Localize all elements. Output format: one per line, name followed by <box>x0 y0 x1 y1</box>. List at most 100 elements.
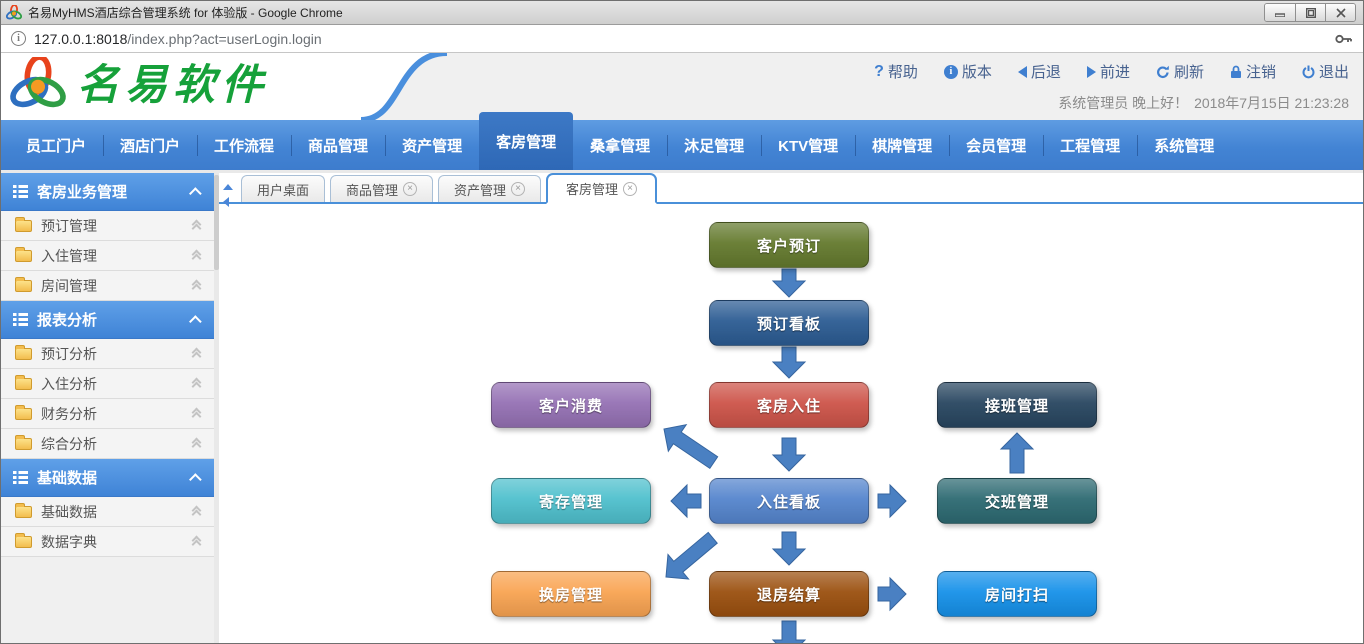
brand-text: 名易软件 <box>77 61 270 108</box>
nav-item-system-mgmt[interactable]: 系统管理 <box>1137 120 1231 170</box>
flow-node-shift-takeover[interactable]: 接班管理 <box>937 382 1097 428</box>
flow-node-room-cleaning[interactable]: 房间打扫 <box>937 571 1097 617</box>
nav-item-workflow[interactable]: 工作流程 <box>197 120 291 170</box>
flow-arrow-settlement-down <box>771 620 807 643</box>
flow-node-checkout-settlement[interactable]: 退房结算 <box>709 571 869 617</box>
tab-label: 商品管理 <box>346 182 399 198</box>
sidebar-item-finance-analysis[interactable]: 财务分析 <box>1 399 214 429</box>
exit-label: 退出 <box>1318 64 1349 81</box>
flow-arrow-checkin-to-checkinboard <box>771 437 807 472</box>
sidebar-item-room-mgmt[interactable]: 房间管理 <box>1 271 214 301</box>
flow-node-customer-consumption[interactable]: 客户消费 <box>491 382 651 428</box>
double-chevron-up-icon <box>191 535 202 549</box>
tab-scroll-up-icon[interactable] <box>223 184 233 190</box>
sidebar-section-report-analysis[interactable]: 报表分析 <box>1 301 214 339</box>
chevron-up-icon <box>189 187 202 200</box>
help-link[interactable]: ?帮助 <box>874 61 918 82</box>
flow-node-room-change[interactable]: 换房管理 <box>491 571 651 617</box>
double-chevron-up-icon <box>191 249 202 263</box>
forward-link[interactable]: 前进 <box>1086 61 1130 82</box>
maximize-button[interactable] <box>1295 4 1325 21</box>
folder-icon <box>15 434 32 450</box>
nav-item-sauna-mgmt[interactable]: 桑拿管理 <box>590 137 651 155</box>
forward-label: 前进 <box>1099 64 1130 81</box>
logout-link[interactable]: 注销 <box>1230 61 1276 82</box>
nav-item-employee-portal[interactable]: 员工门户 <box>26 137 87 155</box>
flow-arrow-to-storage <box>670 483 702 519</box>
flow-node-room-checkin[interactable]: 客房入住 <box>709 382 869 428</box>
nav-item-engineering-mgmt[interactable]: 工程管理 <box>1043 120 1137 170</box>
app-favicon-icon <box>6 4 22 19</box>
flow-node-checkin-board[interactable]: 入住看板 <box>709 478 869 524</box>
item-label: 综合分析 <box>41 435 97 452</box>
tab-goods-mgmt[interactable]: 商品管理 × <box>330 175 434 202</box>
version-label: 版本 <box>961 64 992 81</box>
close-button[interactable] <box>1325 4 1355 21</box>
sidebar-item-booking-mgmt[interactable]: 预订管理 <box>1 211 214 241</box>
nav-item-footbath-mgmt[interactable]: 沐足管理 <box>667 120 761 170</box>
nav-item-asset-mgmt[interactable]: 资产管理 <box>385 120 479 170</box>
nav-item-room-mgmt[interactable]: 客房管理 <box>479 112 574 170</box>
refresh-label: 刷新 <box>1173 64 1204 81</box>
flow-arrow-board-to-checkin <box>771 346 807 379</box>
item-label: 数据字典 <box>41 533 97 550</box>
double-chevron-up-icon <box>191 347 202 361</box>
exit-link[interactable]: 退出 <box>1302 61 1349 82</box>
chevron-up-icon <box>189 315 202 328</box>
url-host: 127.0.0.1:8018 <box>34 30 128 47</box>
section-title: 基础数据 <box>37 470 98 487</box>
flow-arrow-to-consumption <box>663 423 719 470</box>
flow-node-shift-handover[interactable]: 交班管理 <box>937 478 1097 524</box>
folder-icon <box>15 344 32 360</box>
tab-close-icon[interactable]: × <box>403 182 418 196</box>
list-icon <box>13 185 28 198</box>
tab-asset-mgmt[interactable]: 资产管理× <box>438 175 542 202</box>
tab-close-icon[interactable]: × <box>511 182 526 196</box>
tab-room-mgmt[interactable]: 客房管理 × <box>546 173 658 204</box>
section-title: 报表分析 <box>37 312 98 329</box>
page-info-icon[interactable]: i <box>11 31 26 46</box>
tab-user-desktop[interactable]: 用户桌面 <box>241 175 326 202</box>
minimize-button[interactable] <box>1265 4 1295 21</box>
sidebar-item-checkin-mgmt[interactable]: 入住管理 <box>1 241 214 271</box>
tab-close-icon[interactable]: × <box>623 181 638 196</box>
forward-icon <box>1086 65 1096 78</box>
window-title: 名易MyHMS酒店综合管理系统 for 体验版 - Google Chrome <box>28 6 343 20</box>
sidebar: 客房业务管理 预订管理 入住管理 房间管理 报表分析 预订分析 入住分析 财务分… <box>1 173 219 643</box>
sidebar-item-base-data[interactable]: 基础数据 <box>1 497 214 527</box>
flow-node-storage-mgmt[interactable]: 寄存管理 <box>491 478 651 524</box>
flow-node-customer-booking[interactable]: 客户预订 <box>709 222 869 268</box>
sidebar-item-checkin-analysis[interactable]: 入住分析 <box>1 369 214 399</box>
tab-scroll-left-icon[interactable] <box>223 197 229 207</box>
folder-icon <box>15 404 32 420</box>
url-text[interactable]: 127.0.0.1:8018/index.php?act=userLogin.l… <box>34 31 1335 47</box>
sidebar-section-base-data[interactable]: 基础数据 <box>1 459 214 497</box>
double-chevron-up-icon <box>191 377 202 391</box>
flow-node-booking-board[interactable]: 预订看板 <box>709 300 869 346</box>
nav-item-member-mgmt[interactable]: 会员管理 <box>949 120 1043 170</box>
nav-item-ktv-mgmt[interactable]: KTV管理 <box>761 120 855 170</box>
url-bar[interactable]: i 127.0.0.1:8018/index.php?act=userLogin… <box>1 25 1363 53</box>
sidebar-item-booking-analysis[interactable]: 预订分析 <box>1 339 214 369</box>
refresh-link[interactable]: 刷新 <box>1156 61 1204 82</box>
nav-item-chess-mgmt[interactable]: 棋牌管理 <box>855 120 949 170</box>
sidebar-item-comprehensive-analysis[interactable]: 综合分析 <box>1 429 214 459</box>
sidebar-item-data-dictionary[interactable]: 数据字典 <box>1 527 214 557</box>
nav-item-hotel-portal[interactable]: 酒店门户 <box>103 120 197 170</box>
key-icon[interactable] <box>1335 33 1353 45</box>
double-chevron-up-icon <box>191 407 202 421</box>
sidebar-section-room-business[interactable]: 客房业务管理 <box>1 173 214 211</box>
tab-label: 客房管理 <box>566 182 619 197</box>
double-chevron-up-icon <box>191 219 202 233</box>
back-link[interactable]: 后退 <box>1017 61 1061 82</box>
folder-icon <box>15 246 32 262</box>
folder-icon <box>15 276 32 292</box>
sidebar-scrollbar-thumb[interactable] <box>214 175 219 270</box>
lock-icon <box>1230 65 1242 79</box>
nav-item-goods-mgmt[interactable]: 商品管理 <box>291 120 385 170</box>
folder-icon <box>15 216 32 232</box>
sidebar-scrollbar[interactable] <box>214 173 219 643</box>
